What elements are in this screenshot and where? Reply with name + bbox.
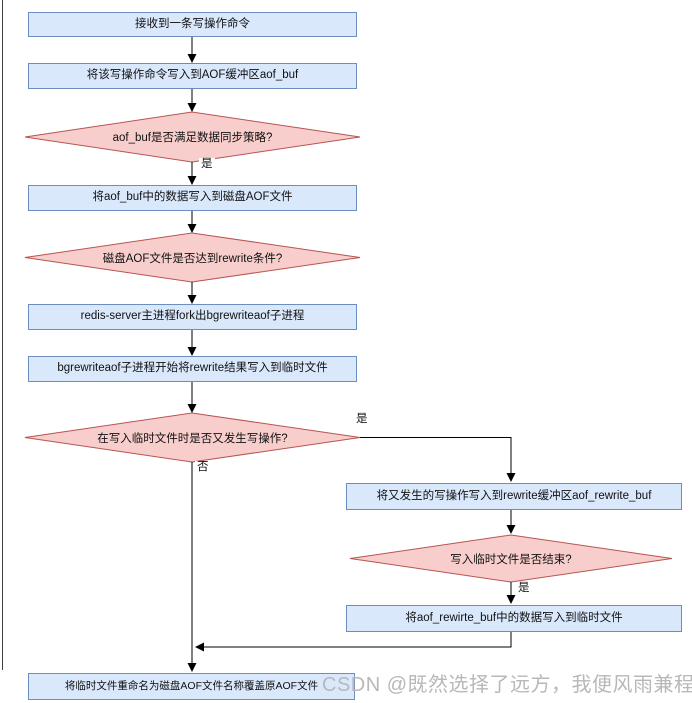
node-fork-bgrewriteaof: redis-server主进程fork出bgrewriteaof子进程 [28,304,357,330]
decision-sync-policy-shape [24,111,361,163]
node-receive-command: 接收到一条写操作命令 [28,12,357,37]
edge-label-no-new-writes: 否 [195,461,211,475]
node-rename-tmpfile: 将临时文件重命名为磁盘AOF文件名称覆盖原AOF文件 [28,673,355,700]
edge-label-yes-sync-policy: 是 [199,158,215,172]
node-child-rewrite-tmpfile: bgrewriteaof子进程开始将rewrite结果写入到临时文件 [28,356,357,382]
edge-label-yes-tmp-done: 是 [516,582,532,596]
decision-tmp-done-shape [349,534,673,583]
left-border-line [2,0,3,670]
csdn-watermark: CSDN @既然选择了远方，我便风雨兼程 [322,674,692,696]
node-append-aof-buf: 将该写操作命令写入到AOF缓冲区aof_buf [28,63,357,89]
decision-rewrite-condition-shape [24,232,361,283]
edge-newwrites-yes-to-rewritebuf [360,437,516,482]
decision-new-writes-shape [24,412,361,463]
edge-label-yes-new-writes: 是 [354,413,370,427]
edge-flush-to-merge-junction [195,632,512,652]
node-append-rewrite-buf: 将又发生的写操作写入到rewrite缓冲区aof_rewrite_buf [346,483,682,510]
node-write-disk-aof: 将aof_buf中的数据写入到磁盘AOF文件 [28,185,357,211]
node-flush-rewrite-buf: 将aof_rewirte_buf中的数据写入到临时文件 [346,605,682,632]
